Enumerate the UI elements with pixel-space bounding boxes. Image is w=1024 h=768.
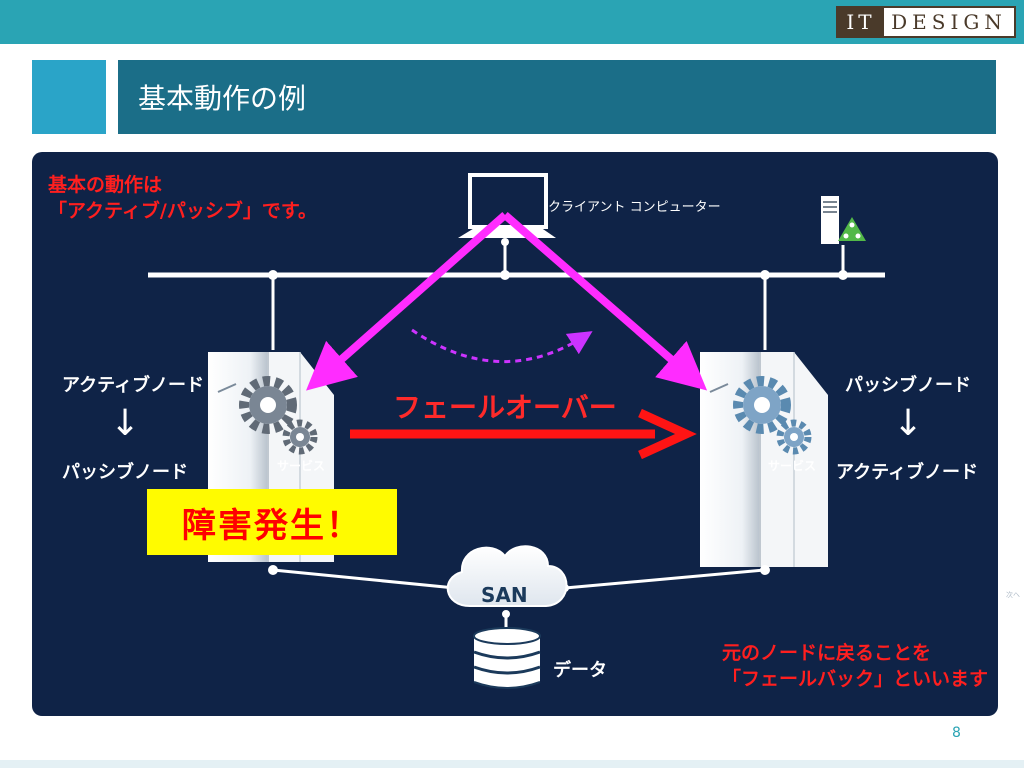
left-node-after-label: パッシブノード [62,462,188,483]
san-cloud-icon [446,545,568,607]
network-bus [148,238,885,350]
fault-text: 障害発生！ [182,505,362,546]
intro-note-line-2: 「アクティブ/パッシブ」です。 [48,200,317,222]
left-service-label: サービス [277,459,326,473]
logo-it-text: IT [838,8,884,36]
right-service-label: サービス [768,459,817,473]
failback-note-line-1: 元のノードに戻ることを [722,642,932,664]
fault-banner: 障害発生！ [147,489,397,555]
switch-curve-arrow [411,328,593,363]
intro-note-line-1: 基本の動作は [48,174,163,196]
right-node-after-label: アクティブノード [836,462,979,483]
data-label: データ [553,660,607,681]
san-label: SAN [481,583,528,607]
company-logo: IT DESIGN [836,6,1016,38]
laptop-icon [458,173,556,238]
right-down-arrow: ↓ [893,403,924,444]
right-node-before-label: パッシブノード [845,375,971,396]
network-tree-icon [821,196,866,244]
failback-note-line-2: 「フェールバック」といいます [722,668,989,690]
client-computer-label: クライアント コンピューター [548,200,721,215]
left-down-arrow: ↓ [110,403,141,444]
failover-arrow [350,408,697,460]
title-accent-square [32,60,106,134]
intro-note: 基本の動作は 「アクティブ/パッシブ」です。 [48,172,317,224]
page-number: 8 [952,725,961,741]
right-gear-icon [733,376,812,455]
left-gear-icon [239,376,318,455]
client-connection-arrows [306,211,708,391]
logo-design-text: DESIGN [891,10,1007,34]
failback-note: 元のノードに戻ることを 「フェールバック」といいます [722,640,988,692]
bottom-strip [0,760,1024,768]
left-node-before-label: アクティブノード [62,375,205,396]
slide-title: 基本動作の例 [138,82,307,115]
next-link[interactable]: 次へ [1006,591,1020,599]
failover-label: フェールオーバー [393,391,617,424]
database-icon [473,627,541,689]
slide-title-bar: 基本動作の例 [118,60,996,134]
